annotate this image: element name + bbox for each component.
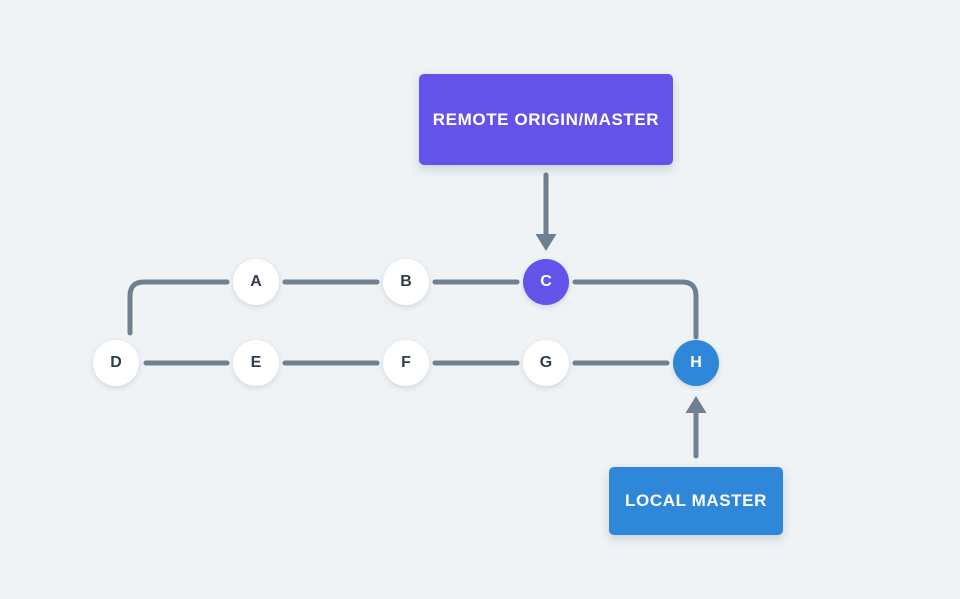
commit-node-h-local-head: H	[673, 340, 719, 386]
local-box-label: LOCAL MASTER	[625, 491, 767, 510]
remote-origin-master-box: REMOTE ORIGIN/MASTER	[419, 74, 673, 165]
commit-node-e: E	[233, 340, 279, 386]
commit-label-c: C	[540, 273, 552, 290]
commit-node-b: B	[383, 259, 429, 305]
commit-node-d: D	[93, 340, 139, 386]
edge-c-h-merge-curve	[572, 279, 699, 340]
arrow-local-to-h-head	[685, 396, 707, 413]
remote-box-label: REMOTE ORIGIN/MASTER	[432, 109, 660, 129]
arrow-remote-to-c-head	[535, 234, 557, 251]
commit-label-g: G	[539, 354, 553, 371]
commit-label-f: F	[401, 354, 411, 371]
commit-node-c-remote-head: C	[523, 259, 569, 305]
commit-node-a: A	[233, 259, 279, 305]
commit-label-h: H	[690, 354, 702, 371]
local-master-box: LOCAL MASTER	[609, 467, 783, 535]
commit-label-e: E	[250, 354, 262, 371]
commit-node-g: G	[523, 340, 569, 386]
edge-d-a-branch-curve	[127, 279, 230, 336]
commit-label-a: A	[250, 273, 262, 290]
commit-label-d: D	[110, 354, 122, 371]
commit-label-b: B	[400, 273, 412, 290]
commit-node-f: F	[383, 340, 429, 386]
